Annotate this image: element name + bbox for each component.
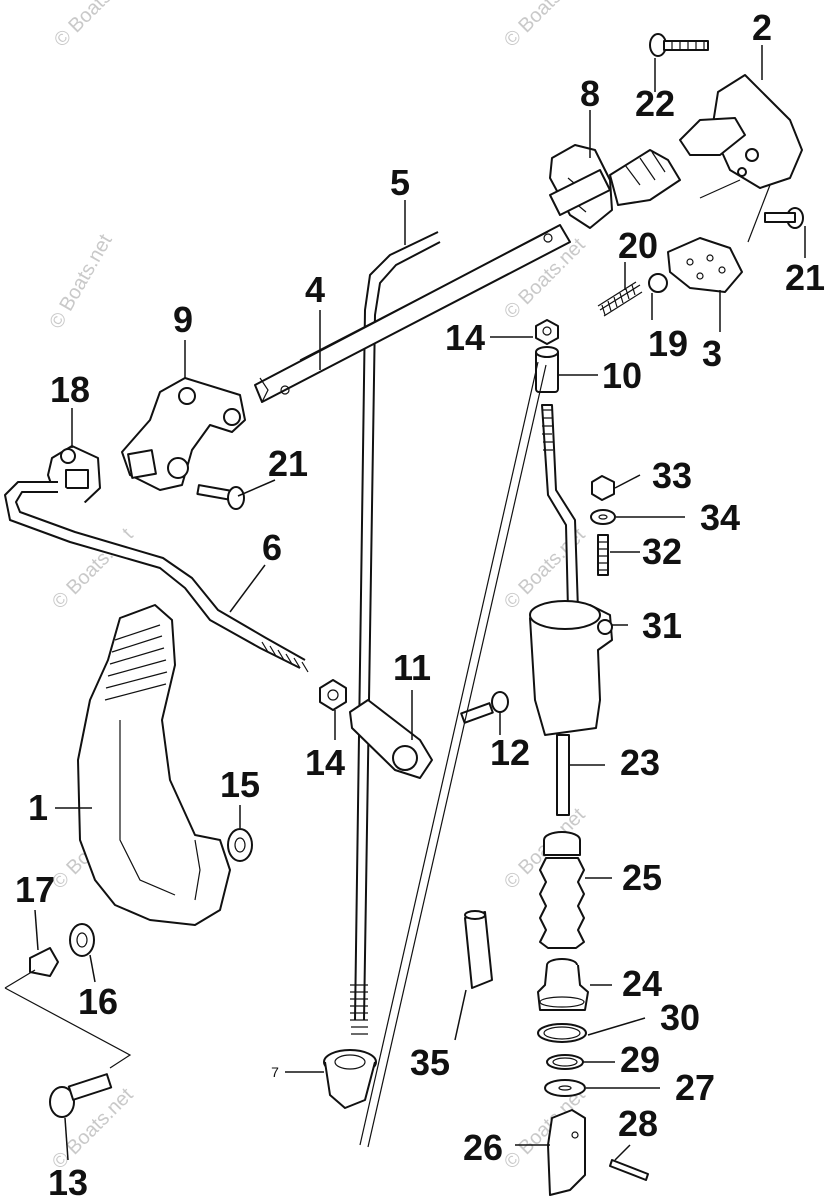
callout-16: 16 <box>78 981 118 1022</box>
part-4-shaft <box>254 169 611 403</box>
callout-35: 35 <box>410 1042 450 1083</box>
part-32-stud <box>597 534 609 576</box>
callout-33: 33 <box>652 455 692 496</box>
part-20-spring <box>597 281 643 317</box>
callout-7: 7 <box>271 1064 279 1080</box>
part-27-washer <box>544 1079 586 1097</box>
watermark: © Boats.net <box>50 0 140 52</box>
callout-6: 6 <box>262 527 282 568</box>
part-24-bushing <box>537 958 589 1011</box>
watermark: © Boats.net <box>45 230 117 332</box>
callout-8: 8 <box>580 73 600 114</box>
callout-27: 27 <box>675 1067 715 1108</box>
callout-14: 14 <box>305 742 345 783</box>
callout-17: 17 <box>15 869 55 910</box>
part-11-arm <box>349 699 433 779</box>
callout-3: 3 <box>702 333 722 374</box>
part-9-lever <box>121 377 246 491</box>
part-33-nut <box>591 475 615 501</box>
callout-2: 2 <box>752 7 772 48</box>
callout-4: 4 <box>305 269 325 310</box>
part-15-washer <box>227 828 253 862</box>
part-1-handle <box>77 604 231 926</box>
part-5-rod <box>350 231 441 1035</box>
callout-21: 21 <box>785 257 825 298</box>
callout-22: 22 <box>635 83 675 124</box>
callout-34: 34 <box>700 497 740 538</box>
callout-14: 14 <box>445 317 485 358</box>
part-28-pin <box>609 1159 649 1181</box>
part-31-housing <box>529 600 613 736</box>
callout-23: 23 <box>620 742 660 783</box>
callout-9: 9 <box>173 299 193 340</box>
part-7-grommet <box>323 1049 377 1109</box>
callout-21: 21 <box>268 443 308 484</box>
leader-lines <box>34 45 806 1161</box>
callout-25: 25 <box>622 857 662 898</box>
callout-13: 13 <box>48 1162 88 1200</box>
part-26-bracket <box>547 1109 586 1196</box>
part-35-sleeve <box>464 910 493 989</box>
callout-28: 28 <box>618 1103 658 1144</box>
watermark: © Boats.net <box>500 0 590 52</box>
part-2-bracket <box>679 74 803 243</box>
part-10-coupler <box>535 346 559 393</box>
part-19-ball <box>648 273 668 293</box>
callout-18: 18 <box>50 369 90 410</box>
callout-11: 11 <box>393 647 431 688</box>
callout-5: 5 <box>390 162 410 203</box>
callout-15: 15 <box>220 764 260 805</box>
callout-10: 10 <box>602 355 642 396</box>
watermarks: © Boats.net © Boats.net © Boats.net © Bo… <box>45 0 590 1174</box>
callout-32: 32 <box>642 531 682 572</box>
callout-31: 31 <box>642 605 682 646</box>
part-23-rod <box>556 734 570 816</box>
part-21-bolt-right <box>764 207 804 229</box>
part-25-boot <box>539 831 585 949</box>
part-16-washer <box>69 923 95 957</box>
part-17-clip <box>29 947 59 977</box>
part-21-bolt-middle <box>196 484 245 510</box>
callout-1: 1 <box>28 787 48 828</box>
part-14-nut-upper <box>535 319 559 345</box>
part-6-link-rod <box>4 481 309 673</box>
callout-29: 29 <box>620 1039 660 1080</box>
callout-12: 12 <box>490 732 530 773</box>
callout-24: 24 <box>622 963 662 1004</box>
part-3-detent-plate <box>667 237 743 293</box>
part-13-pin <box>49 1073 113 1118</box>
callout-26: 26 <box>463 1127 503 1168</box>
callout-30: 30 <box>660 997 700 1038</box>
part-34-washer <box>590 509 616 525</box>
callout-19: 19 <box>648 323 688 364</box>
callout-20: 20 <box>618 225 658 266</box>
part-22-bolt <box>649 33 709 57</box>
part-14-nut-lower <box>319 679 347 711</box>
callouts: 2 22 8 5 20 21 4 9 14 19 3 10 18 21 33 3… <box>15 7 825 1200</box>
